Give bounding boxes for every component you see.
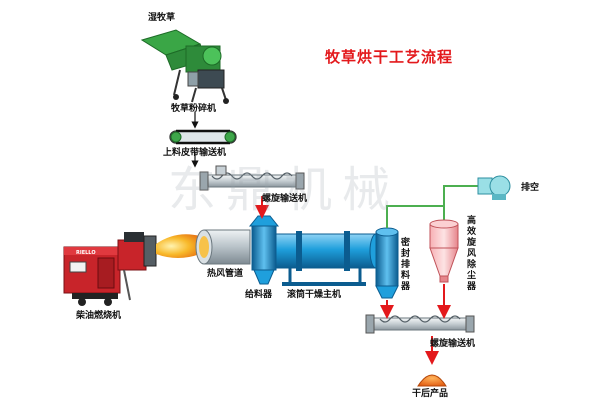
exhaust-fan-machine xyxy=(478,176,510,200)
label-dry-product: 干后产品 xyxy=(412,386,448,399)
burner-brand-plate: RIELLO xyxy=(76,250,96,256)
dry-product-pile xyxy=(418,375,446,386)
belt-conveyor-machine xyxy=(170,131,236,143)
diesel-burner-machine xyxy=(64,232,156,306)
cyclone-separator-machine xyxy=(430,220,458,282)
label-screw-conveyor-top: 螺旋输送机 xyxy=(262,191,307,204)
grass-crusher-machine xyxy=(142,30,229,104)
label-diesel-burner: 柴油燃烧机 xyxy=(76,308,121,321)
feeder-machine xyxy=(250,216,278,284)
diagram-title: 牧草烘干工艺流程 xyxy=(325,46,453,67)
drum-dryer-machine xyxy=(276,231,382,286)
sealed-discharger-machine xyxy=(376,228,398,298)
screw-conveyor-bottom-machine xyxy=(366,315,474,333)
label-drum-dryer: 滚筒干燥主机 xyxy=(287,287,341,300)
label-hot-air-duct: 热风管道 xyxy=(207,266,243,279)
watermark-text: 东鼎机械 xyxy=(168,150,400,220)
label-wet-grass: 湿牧草 xyxy=(148,10,175,23)
label-exhaust: 排空 xyxy=(521,180,539,193)
label-belt-conveyor: 上料皮带输送机 xyxy=(163,145,226,158)
label-cyclone: 高效旋风除尘器 xyxy=(466,216,477,293)
label-screw-conveyor-bottom: 螺旋输送机 xyxy=(430,336,475,349)
label-crusher: 牧草粉碎机 xyxy=(171,101,216,114)
label-sealed-discharger: 密封排料器 xyxy=(400,238,411,293)
hot-air-duct-machine xyxy=(196,230,250,264)
label-feeder: 给料器 xyxy=(245,287,272,300)
